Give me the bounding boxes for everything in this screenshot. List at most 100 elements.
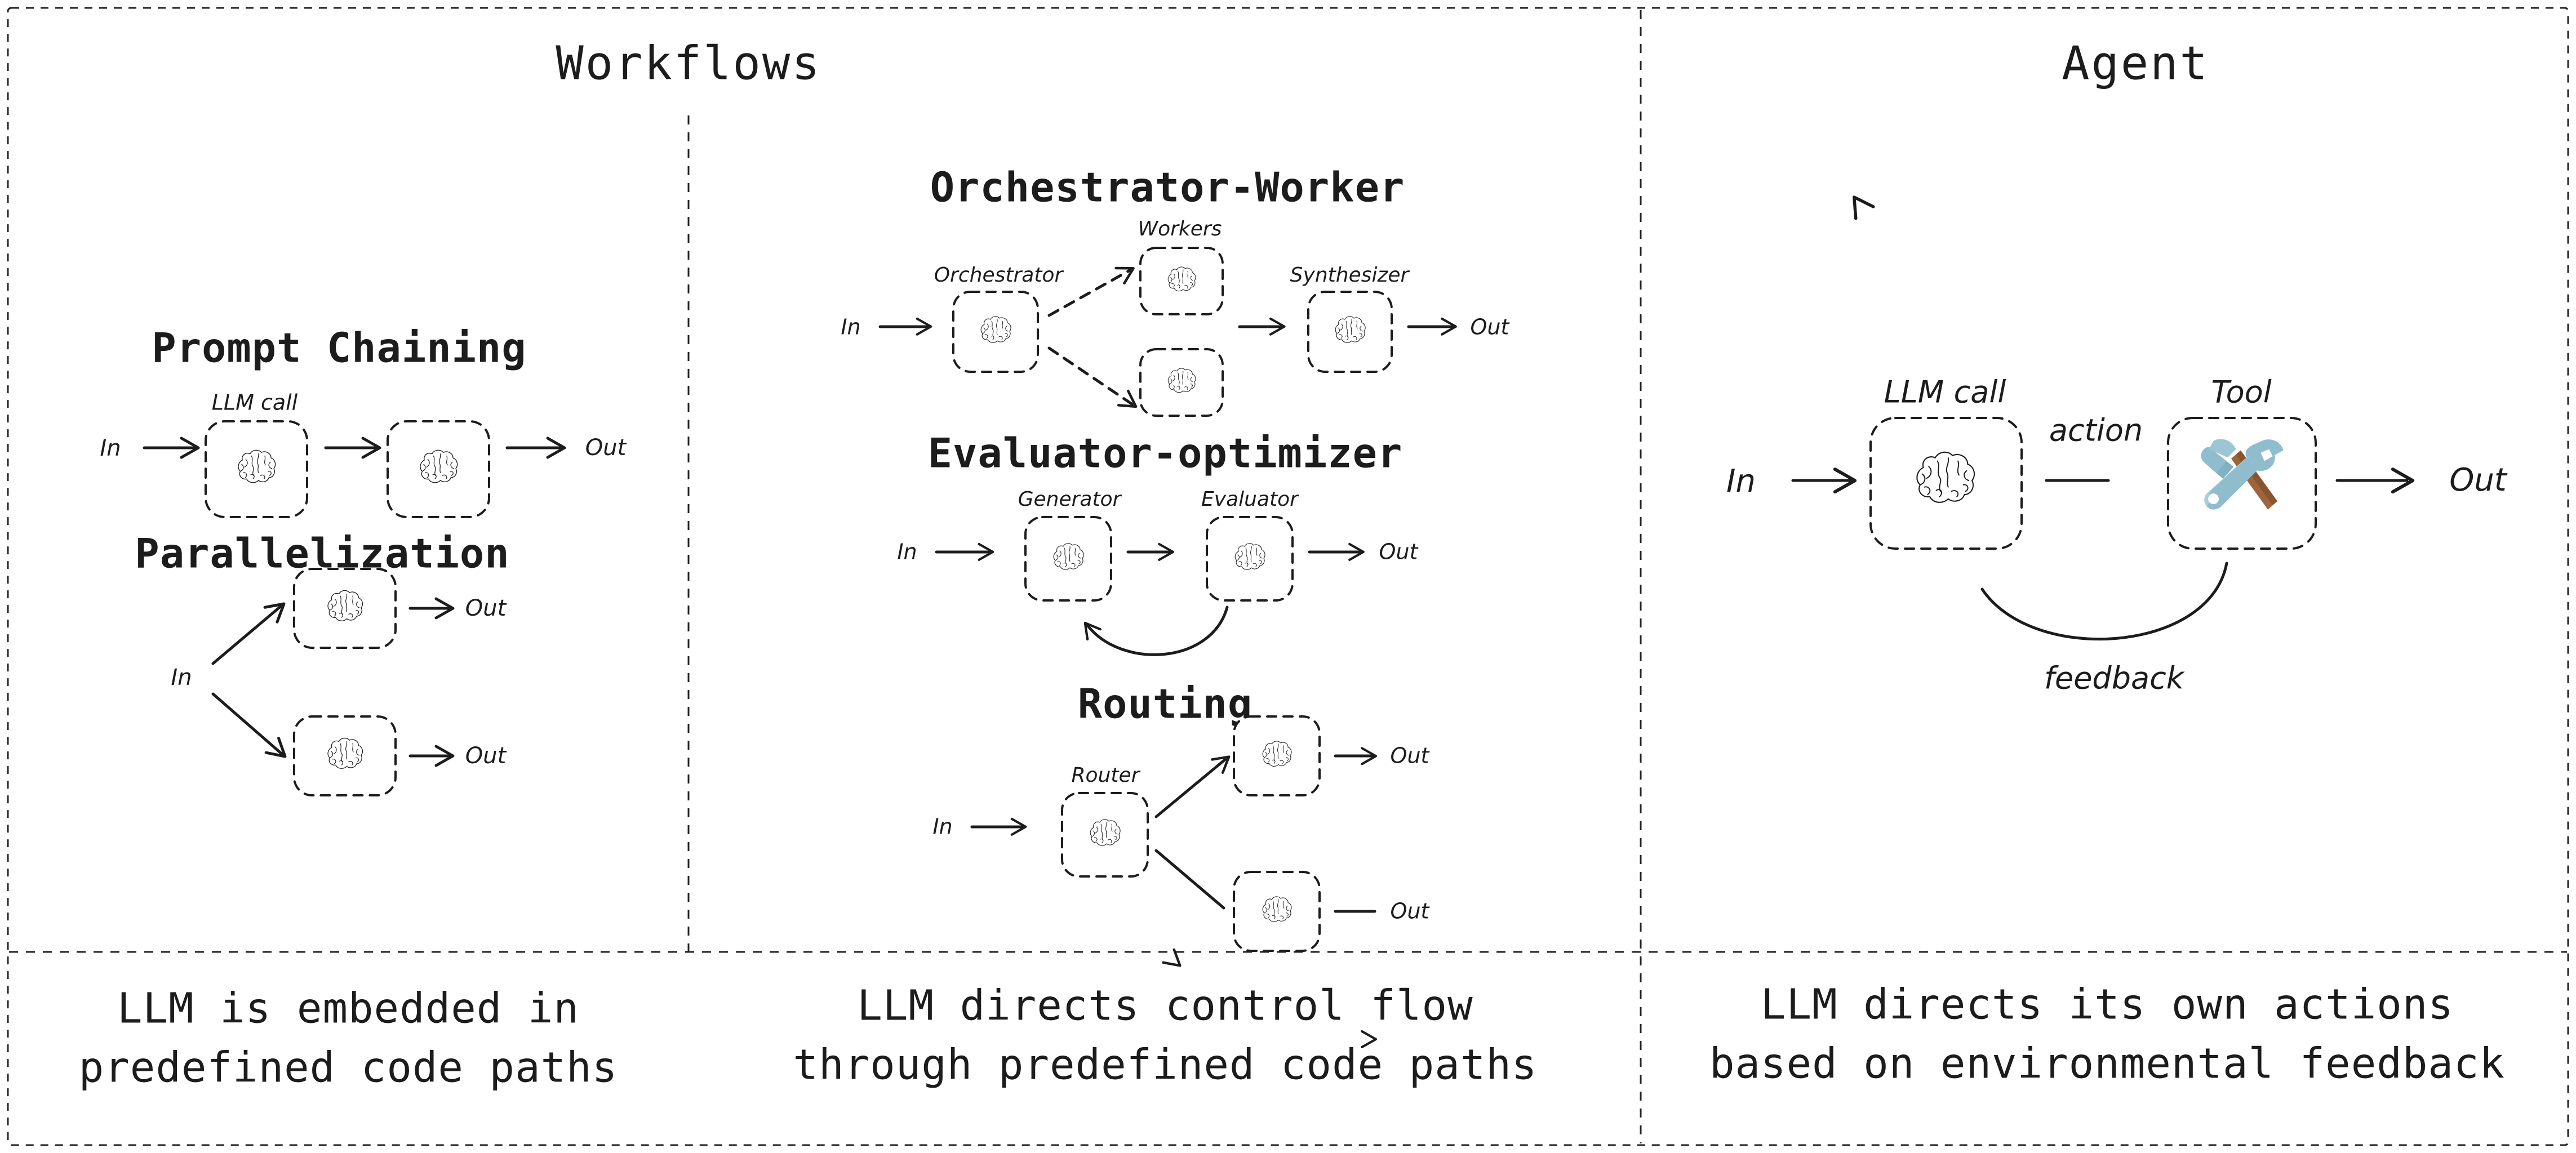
node-route-target-top[interactable] — [1233, 715, 1321, 796]
brain-icon — [1262, 741, 1292, 767]
brain-icon — [1167, 266, 1196, 292]
arrow-orchestrator-to-worker-bottom — [1047, 346, 1141, 414]
arrow-in-to-branch-top — [211, 596, 290, 665]
section-title-evaluator-optimizer: Evaluator-optimizer — [928, 430, 1403, 477]
arrow-router-to-target-bottom — [1154, 849, 1225, 972]
feedback-curve-evaluator — [1078, 606, 1229, 656]
node-label-orchestrator: Orchestrator — [934, 264, 1064, 287]
arrow-orchestrator-to-worker-top — [1047, 261, 1138, 317]
input-label-orchestrator: In — [841, 315, 860, 340]
section-evaluator-optimizer: Evaluator-optimizer In Generator Evaluat… — [897, 430, 1419, 656]
node-label-evaluator: Evaluator — [1201, 488, 1299, 511]
caption-right: LLM directs its own actions based on env… — [1709, 981, 2505, 1088]
node-parallel-llm-bottom[interactable] — [293, 715, 397, 796]
feedback-curve-agent — [1845, 192, 2228, 641]
arrow-tool-to-out — [2335, 479, 2409, 482]
arrow-llm2-to-out — [505, 438, 565, 457]
caption-right-line2: based on environmental feedback — [1709, 1040, 2505, 1088]
brain-icon — [1262, 896, 1292, 922]
node-label-tool: Tool — [2211, 375, 2271, 410]
node-tool[interactable] — [2167, 417, 2317, 550]
section-parallelization: Parallelization In Out — [135, 530, 509, 796]
node-route-target-bottom[interactable] — [1233, 871, 1321, 952]
node-agent-llm-call[interactable] — [1869, 417, 2023, 550]
node-label-generator: Generator — [1018, 488, 1122, 511]
arrow-target-bottom-out — [1334, 910, 1376, 1047]
node-evaluator[interactable] — [1206, 516, 1294, 602]
node-llm-call-1[interactable] — [205, 420, 308, 518]
arrow-llm1-to-llm2 — [324, 438, 380, 457]
arrow-parallel-bottom-out — [408, 746, 453, 765]
brain-icon — [1335, 316, 1366, 343]
section-title-routing: Routing — [1078, 680, 1253, 728]
outer-frame — [7, 7, 2569, 1146]
hammer-and-wrench-icon — [2201, 439, 2284, 510]
input-label-parallelization: In — [171, 665, 192, 691]
input-label-evaluator: In — [897, 540, 917, 564]
caption-left-line2: predefined code paths — [79, 1044, 618, 1092]
arrow-in-to-orchestrator — [878, 319, 931, 335]
section-prompt-chaining: Prompt Chaining In LLM call — [100, 324, 627, 518]
output-label-parallel-bottom: Out — [465, 743, 507, 769]
arrow-llm-to-tool — [2045, 469, 2413, 492]
input-label-routing: In — [932, 814, 952, 839]
node-label-synthesizer: Synthesizer — [1290, 264, 1410, 287]
output-label-routing-bottom: Out — [1391, 899, 1431, 924]
arrow-target-top-out — [1334, 748, 1376, 764]
node-parallel-llm-top[interactable] — [293, 568, 397, 649]
brain-icon — [1167, 368, 1196, 393]
node-synthesizer[interactable] — [1307, 291, 1393, 373]
node-generator[interactable] — [1024, 516, 1112, 602]
caption-left-line1: LLM is embedded in — [117, 985, 579, 1033]
arrow-generator-to-evaluator — [1126, 544, 1173, 560]
output-label-prompt-chaining: Out — [585, 435, 627, 461]
arrow-router-to-target-top — [1154, 750, 1234, 818]
section-orchestrator-worker: Orchestrator-Worker Workers In Orchestra… — [841, 164, 1511, 417]
brain-icon — [420, 449, 458, 483]
section-routing: Routing In Router — [932, 680, 1431, 1047]
section-title-orchestrator-worker: Orchestrator-Worker — [930, 164, 1405, 211]
caption-left: LLM is embedded in predefined code paths — [79, 985, 618, 1092]
arrow-synthesizer-to-out — [1407, 319, 1456, 335]
input-label-prompt-chaining: In — [100, 435, 121, 461]
node-llm-call-2[interactable] — [387, 420, 490, 518]
label-action: action — [2049, 413, 2143, 448]
input-label-agent: In — [1726, 463, 1756, 500]
arrow-evaluator-to-out — [1308, 544, 1363, 560]
brain-icon — [1916, 451, 1975, 503]
arrow-parallel-top-out — [408, 599, 453, 618]
section-title-prompt-chaining: Prompt Chaining — [152, 324, 526, 372]
output-label-routing-top: Out — [1391, 744, 1431, 768]
brain-icon — [1090, 819, 1121, 846]
label-feedback: feedback — [2044, 661, 2186, 696]
node-label-router: Router — [1072, 764, 1141, 787]
node-label-workers: Workers — [1138, 217, 1222, 241]
output-label-agent: Out — [2449, 462, 2508, 498]
output-label-evaluator: Out — [1379, 540, 1419, 564]
node-worker-bottom[interactable] — [1139, 348, 1224, 417]
output-label-parallel-top: Out — [465, 595, 507, 621]
column-header-agent: Agent — [2062, 37, 2209, 90]
caption-middle-line1: LLM directs control flow — [857, 982, 1473, 1030]
brain-icon — [238, 449, 276, 483]
caption-middle-line2: through predefined code paths — [793, 1041, 1537, 1089]
node-worker-top[interactable] — [1139, 247, 1224, 315]
arrow-in-to-llm1 — [143, 438, 198, 457]
column-header-workflows: Workflows — [556, 37, 821, 90]
caption-right-line1: LLM directs its own actions — [1761, 981, 2454, 1029]
brain-icon — [327, 737, 363, 769]
output-label-orchestrator: Out — [1471, 315, 1511, 340]
arrow-in-to-router — [970, 819, 1025, 835]
arrow-in-to-agent-llm — [1791, 469, 1855, 492]
node-orchestrator[interactable] — [952, 291, 1039, 373]
brain-icon — [980, 316, 1011, 343]
arrow-in-to-branch-bottom — [211, 692, 291, 764]
brain-icon — [327, 590, 363, 621]
arrow-in-to-generator — [935, 544, 993, 560]
caption-middle: LLM directs control flow through predefi… — [793, 982, 1537, 1089]
node-router[interactable] — [1061, 792, 1149, 878]
section-agent: In LLM call action Tool — [1726, 192, 2508, 696]
node-label-llm-call: LLM call — [212, 390, 298, 415]
node-label-agent-llm-call: LLM call — [1884, 375, 2006, 410]
